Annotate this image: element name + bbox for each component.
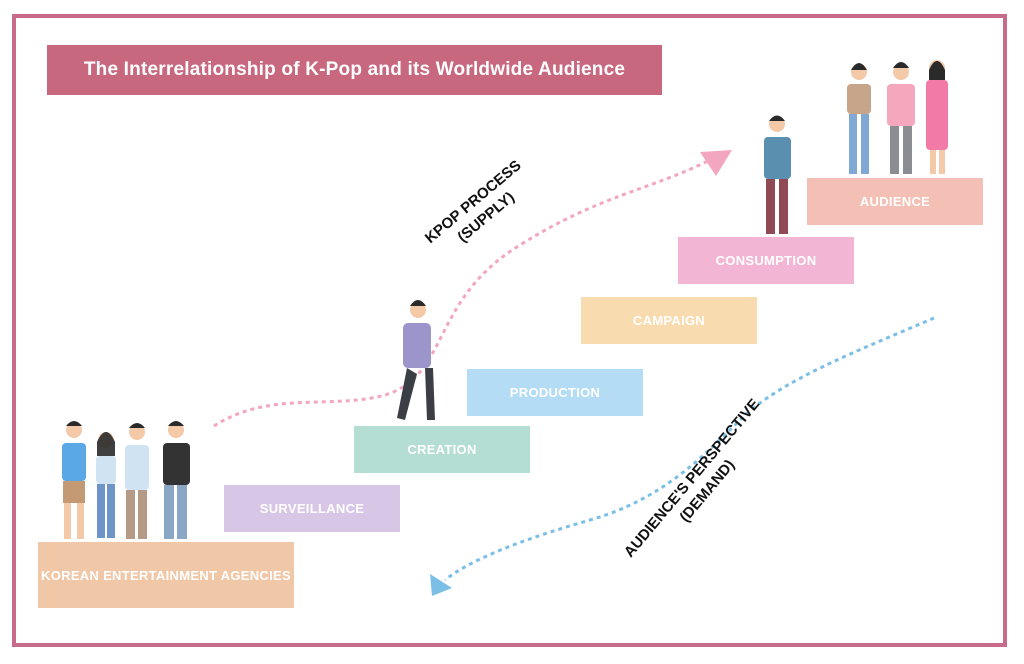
audience-person-3-icon	[926, 60, 948, 174]
consumer-person-icon	[764, 115, 791, 234]
audience-person-2-icon	[887, 62, 915, 174]
step-consumption: CONSUMPTION	[678, 237, 854, 284]
step-audience: AUDIENCE	[807, 178, 983, 225]
step-audience-label: AUDIENCE	[859, 194, 931, 209]
demand-arrowhead	[430, 574, 452, 596]
supply-arrow-path	[213, 158, 711, 428]
step-production-label: PRODUCTION	[509, 385, 601, 400]
step-campaign-label: CAMPAIGN	[632, 313, 706, 328]
walking-person-icon	[397, 300, 435, 420]
step-surveillance-label: SURVEILLANCE	[259, 501, 365, 516]
diagram-frame	[12, 14, 1007, 647]
agency-person-3-icon	[125, 423, 149, 539]
step-agencies: KOREAN ENTERTAINMENT AGENCIES	[38, 542, 294, 608]
step-surveillance: SURVEILLANCE	[224, 485, 400, 532]
step-agencies-label: KOREAN ENTERTAINMENT AGENCIES	[41, 567, 291, 583]
agency-person-1-icon	[62, 421, 86, 539]
step-consumption-label: CONSUMPTION	[715, 253, 817, 268]
step-production: PRODUCTION	[467, 369, 643, 416]
demand-arrow-path	[444, 316, 935, 582]
step-creation-label: CREATION	[407, 442, 477, 457]
step-creation: CREATION	[354, 426, 530, 473]
diagram-title: The Interrelationship of K-Pop and its W…	[47, 45, 662, 95]
supply-arrowhead	[700, 150, 732, 176]
audience-person-1-icon	[847, 63, 871, 174]
step-campaign: CAMPAIGN	[581, 297, 757, 344]
agency-person-4-icon	[163, 421, 190, 539]
agency-person-2-icon	[96, 432, 116, 538]
